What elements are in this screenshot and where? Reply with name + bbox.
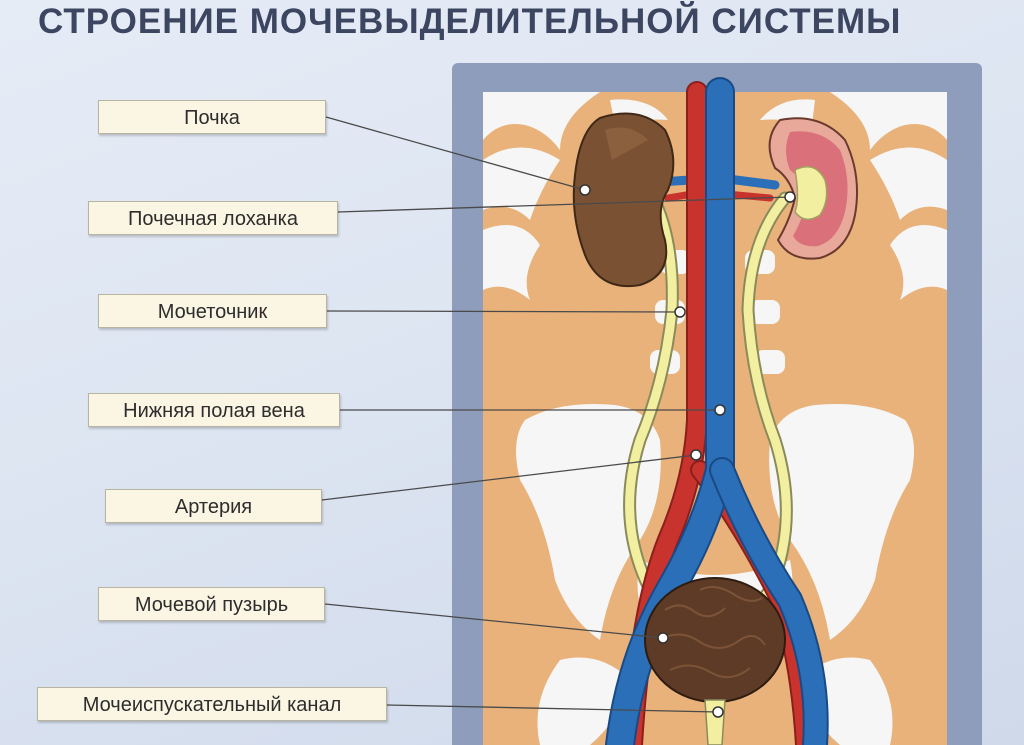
label-artery: Артерия [105, 489, 322, 523]
label-ureter: Мочеточник [98, 294, 327, 328]
pointer-dots [579, 184, 796, 718]
bladder-texture [659, 585, 766, 679]
page-title: СТРОЕНИЕ МОЧЕВЫДЕЛИТЕЛЬНОЙ СИСТЕМЫ [38, 2, 902, 41]
label-urethra: Мочеиспускательный канал [37, 687, 387, 721]
label-kidney: Почка [98, 100, 326, 134]
renal-pelvis [794, 165, 828, 221]
left-kidney-highlight [605, 127, 648, 160]
label-vena-cava: Нижняя полая вена [88, 393, 340, 427]
vena-cava [605, 77, 829, 745]
label-bladder: Мочевой пузырь [98, 587, 325, 621]
pointer-lines [321, 116, 791, 713]
left-kidney [572, 112, 675, 288]
ribs [483, 92, 947, 300]
urethra [704, 699, 726, 745]
label-renal-pelvis: Почечная лоханка [88, 201, 338, 235]
